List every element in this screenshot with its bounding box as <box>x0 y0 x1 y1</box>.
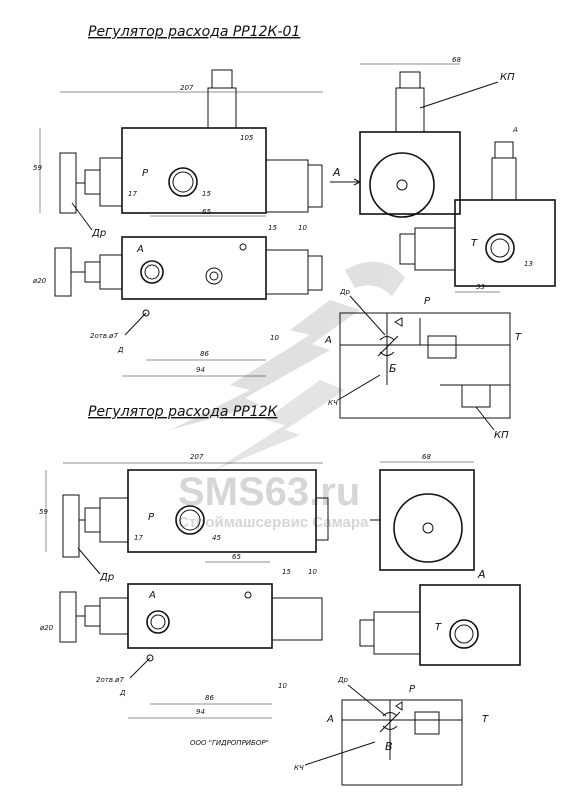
dim-207-bottom: 207 <box>190 453 204 461</box>
label-P-schem-top: P <box>424 296 431 307</box>
dim-15-bottom: 15 <box>282 568 291 576</box>
label-T-schem-bottom: T <box>482 714 489 725</box>
label-B-schem-top: Б <box>389 362 397 375</box>
watermark-lightning-2 <box>215 380 345 470</box>
label-Dr-schem-top: Др <box>339 288 350 296</box>
label-Dr-bottom: Др <box>99 572 114 583</box>
dim-68-top: 68 <box>452 56 461 64</box>
watermark-brand: SMS63.ru <box>178 470 360 514</box>
dim-86-top: 86 <box>200 350 209 358</box>
label-D-bottom: Д <box>119 689 126 697</box>
top-hydraulic-schematic: P T A Др Б КЧ КП <box>324 288 522 441</box>
dim-d20-top: ø20 <box>32 277 47 285</box>
dim-15-top: 15 <box>268 224 277 232</box>
dim-10-bottom-b: 10 <box>278 682 287 690</box>
dim-13-top: 13 <box>524 260 533 268</box>
watermark: SMS63.ru Строймашсервис Самара <box>170 261 405 531</box>
dim-94-bottom: 94 <box>196 708 205 716</box>
bottom-front-view: P 207 59 65 17 45 Др <box>39 453 329 583</box>
dim-45-bottom: 45 <box>212 534 221 542</box>
dim-59-bottom: 59 <box>39 508 48 516</box>
dim-68-bottom: 68 <box>422 453 431 461</box>
label-D-top: Д <box>117 346 124 354</box>
label-A-top-plan: A <box>136 244 144 255</box>
dim-86-bottom: 86 <box>205 694 214 702</box>
label-A-bottom-right: A <box>477 568 486 581</box>
bottom-hydraulic-schematic: P T A Др B КЧ <box>294 676 489 786</box>
dim-33-top: 33 <box>476 283 485 291</box>
label-P-bottom: P <box>148 512 155 523</box>
label-KP-schem-top: КП <box>494 430 509 441</box>
label-A-bottom-plan: A <box>148 590 156 601</box>
dim-15-top-b: 15 <box>202 190 211 198</box>
top-side-view: 68 КП A T A 33 13 <box>330 56 556 293</box>
top-front-view: P 207 59 65 17 15 105 Др <box>33 69 323 239</box>
dim-65-top: 65 <box>202 208 211 216</box>
label-T-bottom: T <box>435 622 442 633</box>
dim-17-bottom: 17 <box>134 534 143 542</box>
title-bottom: Регулятор расхода РР12К <box>88 404 279 420</box>
title-top: Регулятор расхода РР12К-01 <box>88 24 300 40</box>
label-KCh-schem-bottom: КЧ <box>294 764 304 772</box>
label-A-arrow-top: A <box>332 166 341 179</box>
watermark-lightning <box>170 300 360 430</box>
label-holes-top: 2отв.ø7 <box>90 332 118 340</box>
label-KP-top: КП <box>500 72 515 83</box>
dim-10-bottom: 10 <box>308 568 317 576</box>
bottom-plan-view: A 86 94 15 10 10 ø20 2отв.ø7 Д <box>39 568 323 719</box>
label-Dr-top: Др <box>91 228 106 239</box>
label-T-schem-top: T <box>515 332 522 343</box>
label-A-top-right: A <box>512 126 518 134</box>
dim-65-bottom: 65 <box>232 553 241 561</box>
footer-company: ООО "ГИДРОПРИБОР" <box>190 739 269 747</box>
dim-10-top-b: 10 <box>270 334 279 342</box>
label-holes-bottom: 2отв.ø7 <box>96 676 124 684</box>
label-Dr-schem-bottom: Др <box>337 676 348 684</box>
label-P-top: P <box>142 168 149 179</box>
dim-105-top: 105 <box>240 134 254 142</box>
dim-94-top: 94 <box>196 366 205 374</box>
dim-207-top: 207 <box>180 84 194 92</box>
label-A-schem-bottom: A <box>326 714 334 725</box>
label-A-schem-top: A <box>324 335 332 346</box>
label-B-schem-bottom: B <box>385 740 393 753</box>
bottom-side-view: 68 T A <box>359 453 521 666</box>
top-plan-view: A 86 94 15 10 10 ø20 2отв.ø7 Д <box>32 224 323 377</box>
label-T-top: T <box>471 238 478 249</box>
label-KCh-schem-top: КЧ <box>328 399 338 407</box>
watermark-logo-arc <box>345 261 405 296</box>
label-P-schem-bottom: P <box>409 684 416 695</box>
dim-10-top: 10 <box>298 224 307 232</box>
dim-59-top: 59 <box>33 164 42 172</box>
dim-d20-bottom: ø20 <box>39 624 54 632</box>
watermark-tagline: Строймашсервис Самара <box>178 514 369 531</box>
dim-17-top: 17 <box>128 190 137 198</box>
